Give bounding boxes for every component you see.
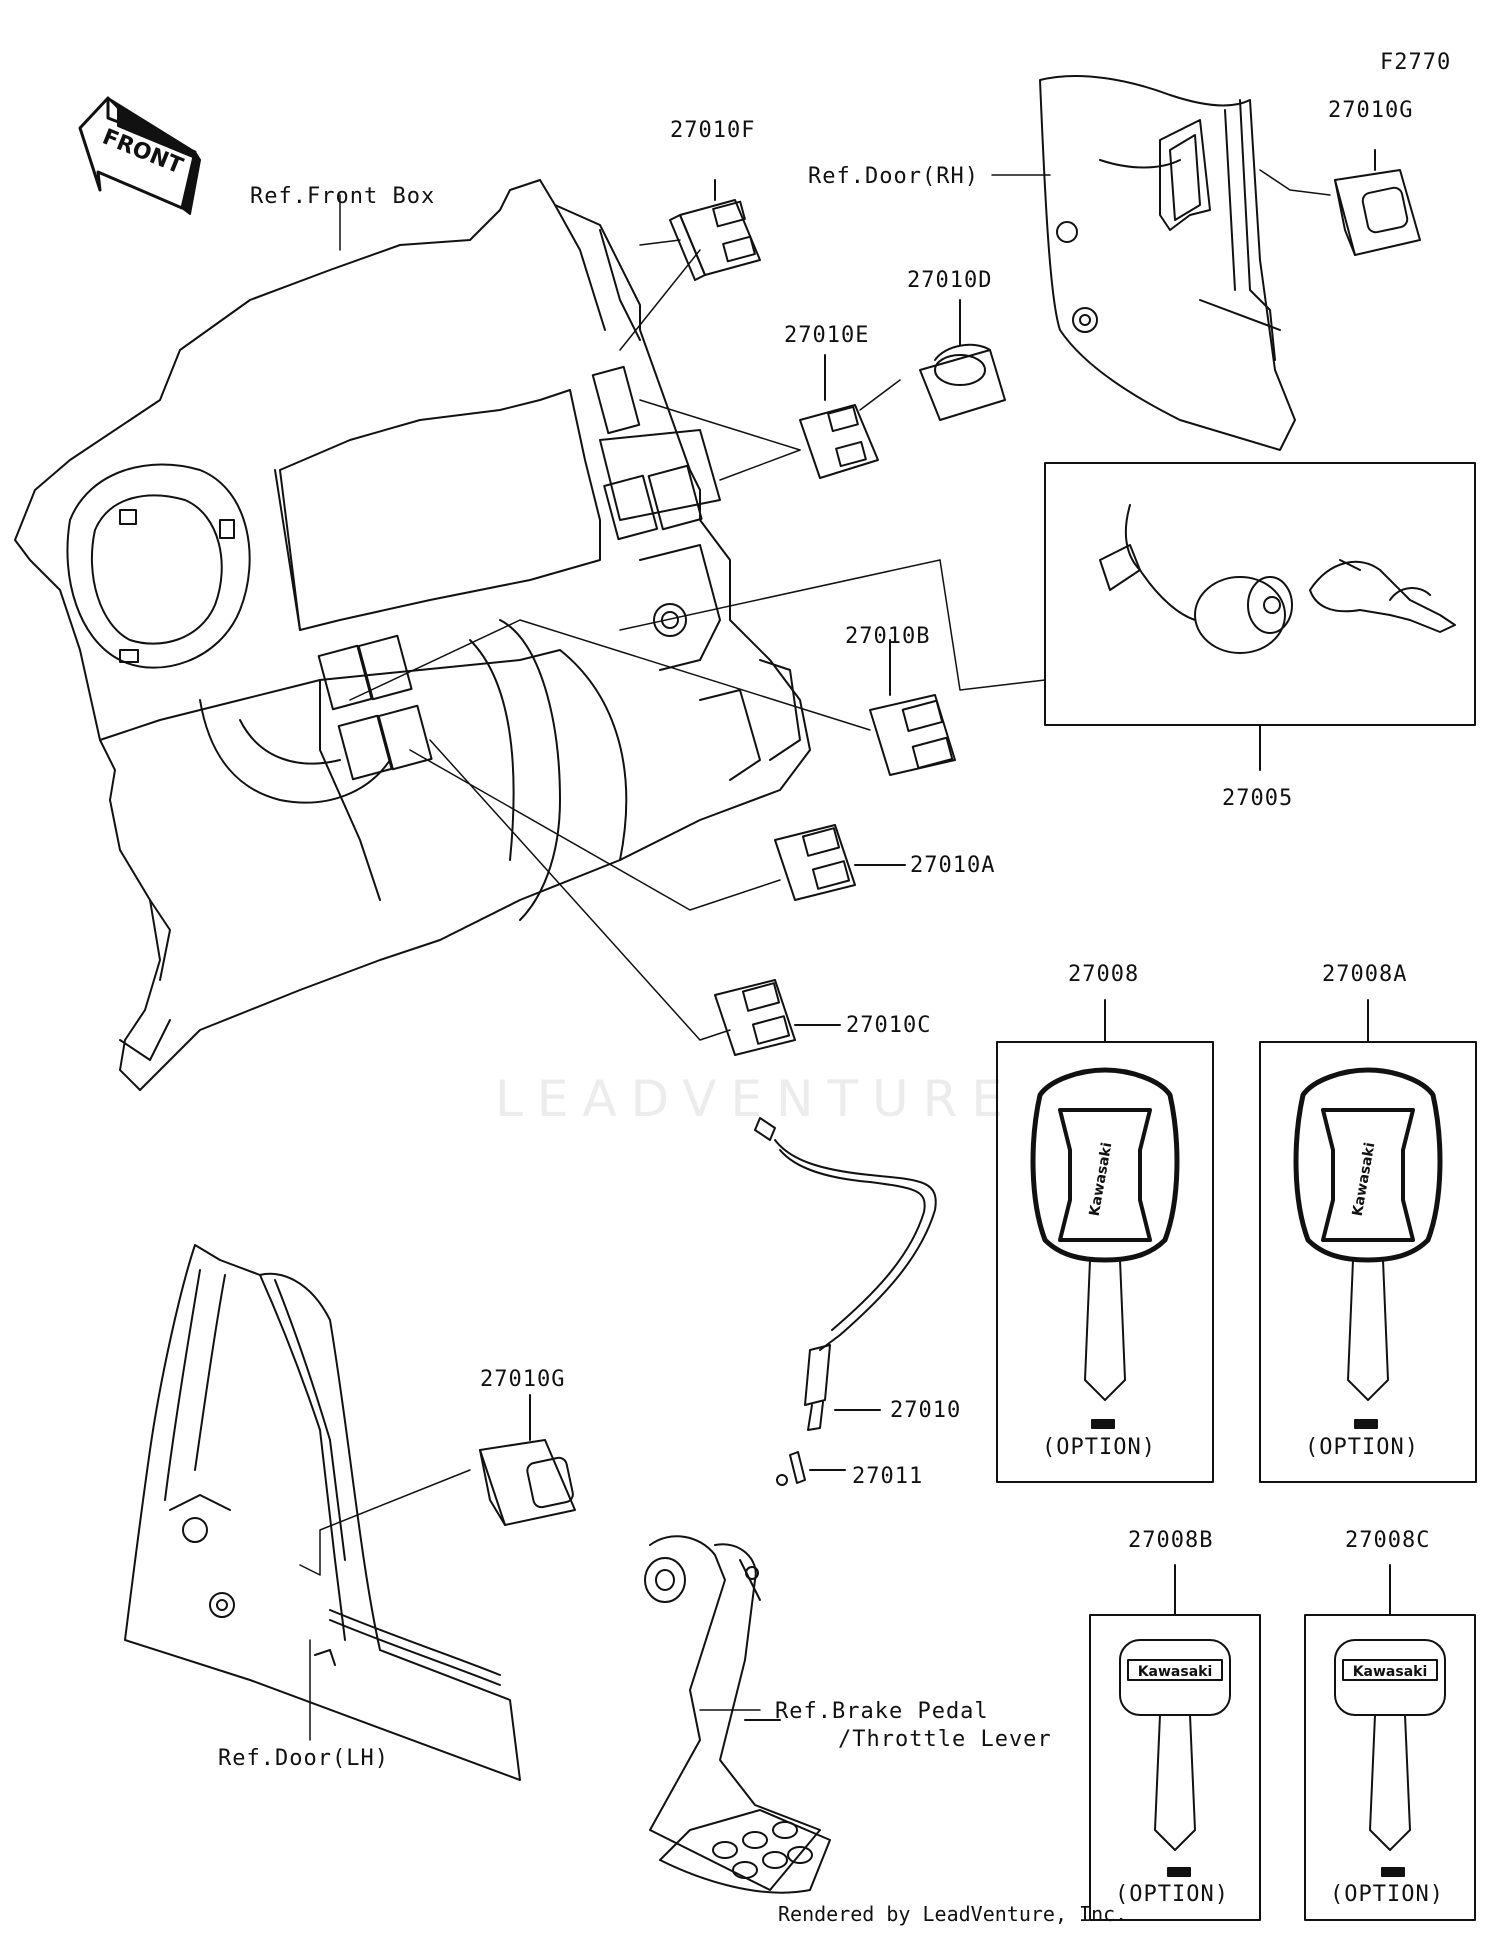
switch-27010e-drawing xyxy=(799,354,879,479)
part-27010c-label: 27010C xyxy=(846,1013,932,1038)
option-label-27008: (OPTION) xyxy=(1042,1435,1156,1460)
part-27010b-label: 27010B xyxy=(845,624,931,649)
option-label-27008b: (OPTION) xyxy=(1115,1882,1229,1907)
front-arrow-icon xyxy=(78,96,201,215)
part-27011-label: 27011 xyxy=(852,1464,924,1489)
part-27010-label: 27010 xyxy=(890,1398,962,1423)
key-brand-27008c: Kawasaki xyxy=(1353,1664,1428,1680)
door-rh-drawing xyxy=(1039,75,1296,451)
part-27010g-bottom-label: 27010G xyxy=(480,1367,566,1392)
switch-27010g-bottom-drawing xyxy=(479,1394,576,1526)
watermark-text: LEADVENTURE xyxy=(495,1070,1017,1128)
switch-27010a-drawing xyxy=(774,824,906,901)
switch-27010d-drawing xyxy=(919,299,1006,421)
front-box-drawing xyxy=(14,179,811,1091)
ref-front-box-label: Ref.Front Box xyxy=(250,184,436,209)
key-brand-27008a: Kawasaki xyxy=(1350,1141,1379,1217)
part-27005-label: 27005 xyxy=(1222,786,1294,811)
footer-credit: Rendered by LeadVenture, Inc. xyxy=(778,1902,1128,1926)
key-brand-27008b: Kawasaki xyxy=(1138,1664,1213,1680)
ref-brake-pedal-label: Ref.Brake Pedal xyxy=(775,1699,989,1724)
leader-lines xyxy=(299,169,1331,1741)
ref-throttle-lever-label: /Throttle Lever xyxy=(838,1727,1052,1752)
part-27010f-label: 27010F xyxy=(670,118,756,143)
brake-pedal-drawing xyxy=(644,1535,831,1894)
switch-27010g-top-drawing xyxy=(1334,149,1421,256)
part-27010d-label: 27010D xyxy=(907,268,993,293)
part-27010g-top-label: 27010G xyxy=(1328,98,1414,123)
switch-27010b-drawing xyxy=(869,639,956,776)
option-label-27008c: (OPTION) xyxy=(1330,1882,1444,1907)
diagram-code: F2770 xyxy=(1380,50,1452,75)
part-27008b-label: 27008B xyxy=(1128,1528,1214,1553)
ignition-switch-box xyxy=(1044,462,1476,771)
option-label-27008a: (OPTION) xyxy=(1305,1435,1419,1460)
key-box-27008b xyxy=(1089,1564,1261,1921)
part-27010e-label: 27010E xyxy=(784,323,870,348)
key-box-27008 xyxy=(996,999,1214,1483)
part-27008c-label: 27008C xyxy=(1345,1528,1431,1553)
part-27010a-label: 27010A xyxy=(910,853,996,878)
switch-27010f-drawing xyxy=(669,179,761,281)
ref-door-rh-label: Ref.Door(RH) xyxy=(808,164,979,189)
key-brand-27008: Kawasaki xyxy=(1087,1141,1116,1217)
part-27008-label: 27008 xyxy=(1068,962,1140,987)
part-27008a-label: 27008A xyxy=(1322,962,1408,987)
sensor-27010-drawing xyxy=(754,1117,937,1486)
door-lh-drawing xyxy=(124,1244,521,1781)
switch-27010c-drawing xyxy=(714,979,841,1056)
ref-door-lh-label: Ref.Door(LH) xyxy=(218,1746,389,1771)
key-box-27008a xyxy=(1259,999,1477,1483)
key-box-27008c xyxy=(1304,1564,1476,1921)
